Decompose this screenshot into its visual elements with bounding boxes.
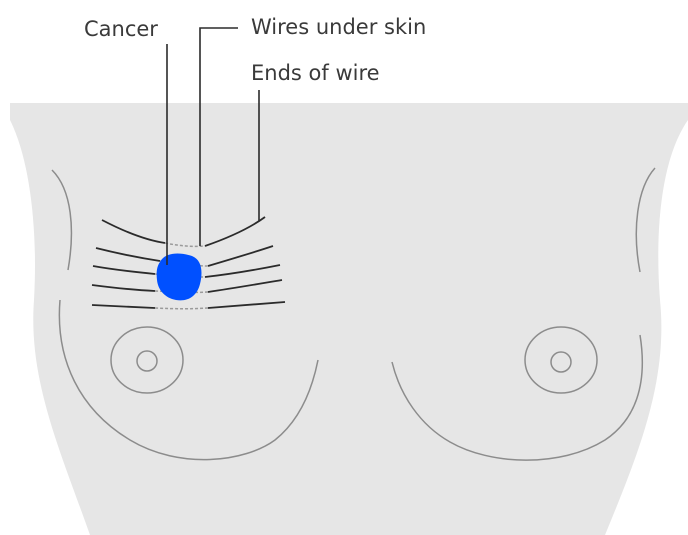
wires-under-skin-label: Wires under skin	[251, 14, 426, 40]
ends-of-wire-label: Ends of wire	[251, 60, 380, 86]
torso-silhouette	[10, 103, 688, 535]
cancer-blob	[157, 254, 202, 301]
cancer-label: Cancer	[84, 16, 158, 42]
